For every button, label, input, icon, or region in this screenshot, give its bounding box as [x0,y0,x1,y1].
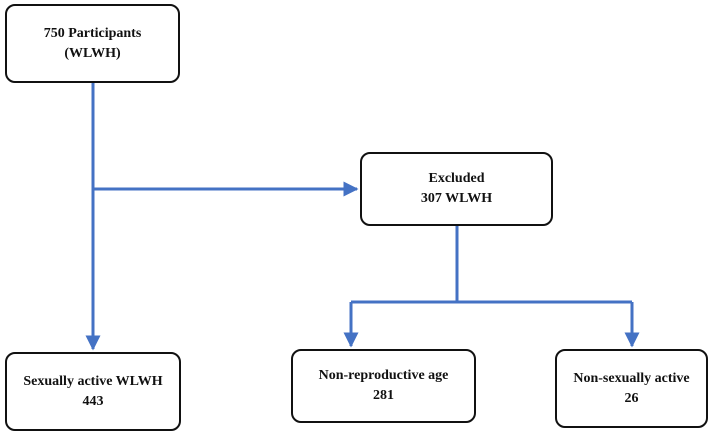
participants-group: (WLWH) [64,45,121,61]
non-reproductive-age-count: 281 [373,388,394,403]
excluded-box: Excluded 307 WLWH [360,152,553,226]
sexually-active-count: 443 [82,393,104,409]
non-sexually-active-label: Non-sexually active [573,370,690,386]
participants-count: 750 Participants [43,25,142,41]
non-reproductive-age-label: Non-reproductive age [318,368,449,383]
non-sexually-active-box: Non-sexually active 26 [555,349,708,428]
non-sexually-active-count: 26 [624,390,639,406]
sexually-active-box: Sexually active WLWH 443 [5,352,181,431]
participants-box: 750 Participants (WLWH) [5,4,180,83]
excluded-label: Excluded [428,171,485,186]
non-reproductive-age-box: Non-reproductive age 281 [291,349,476,423]
excluded-count: 307 WLWH [420,191,493,206]
sexually-active-label: Sexually active WLWH [23,373,163,389]
